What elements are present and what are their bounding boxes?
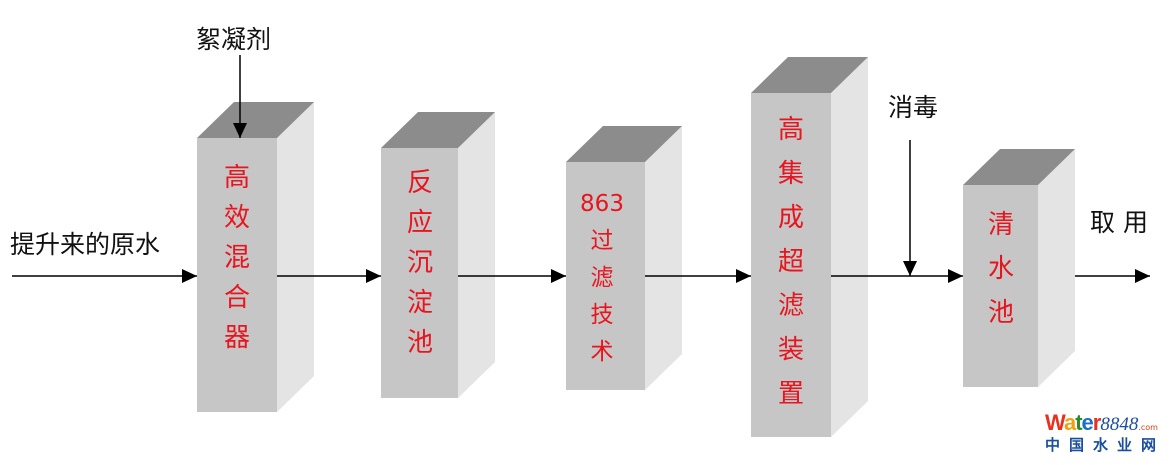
watermark-letter: e [1081, 410, 1094, 435]
box-front-face [963, 185, 1038, 387]
arrow-coagulant-dosing-head [233, 123, 247, 138]
arrow-raw-to-mixer-head [182, 269, 197, 283]
disinfection-label: 消毒 [888, 93, 939, 122]
box-front-face [566, 162, 645, 390]
box-top-face [381, 112, 495, 148]
box-top-face [566, 126, 682, 162]
stage-863-filtration: 863过滤技术 [580, 191, 624, 365]
arrow-tank-to-output-head [1135, 269, 1150, 283]
box-side-face [831, 57, 868, 437]
watermark-chinese: 中国水业网 [1045, 436, 1166, 454]
box-side-face [458, 112, 495, 398]
box-side-face [277, 102, 314, 412]
water8848-watermark: Water8848.com 中国水业网 [1045, 410, 1165, 455]
box-side-face [1038, 149, 1075, 387]
stage-reaction-sedimentation-tank: 反应沉淀池 [406, 168, 433, 358]
raw-water-label: 提升来的原水 [10, 230, 161, 259]
watermark-number: 8848 [1100, 414, 1139, 435]
stage-clear-water-tank: 清水池 [987, 210, 1014, 328]
box-top-face [963, 149, 1075, 185]
arrow-filter-to-ultrafiltration-head [736, 269, 751, 283]
box-front-face [197, 138, 277, 412]
watermark-letter: r [1092, 410, 1102, 435]
box-front-face [381, 148, 458, 398]
watermark-letter: W [1045, 410, 1065, 435]
box-top-face [197, 102, 314, 138]
arrow-disinfection-dosing-head [903, 261, 917, 276]
arrow-mixer-to-sedimentation-head [366, 269, 381, 283]
watermark-letter: a [1063, 410, 1076, 435]
watermark-suffix: .com [1138, 423, 1158, 432]
arrow-ultrafiltration-to-tank-head [948, 269, 963, 283]
stage-high-efficiency-mixer: 高效混合器 [223, 163, 250, 353]
stage-integrated-ultrafiltration: 高集成超滤装置 [777, 115, 804, 409]
output-label: 取 用 [1090, 208, 1148, 237]
coagulant-label: 絮凝剂 [196, 25, 272, 54]
arrow-sedimentation-to-filter-head [551, 269, 566, 283]
box-side-face [645, 126, 682, 390]
watermark-letter: t [1075, 410, 1082, 435]
box-top-face [751, 57, 868, 93]
box-front-face [751, 93, 831, 437]
